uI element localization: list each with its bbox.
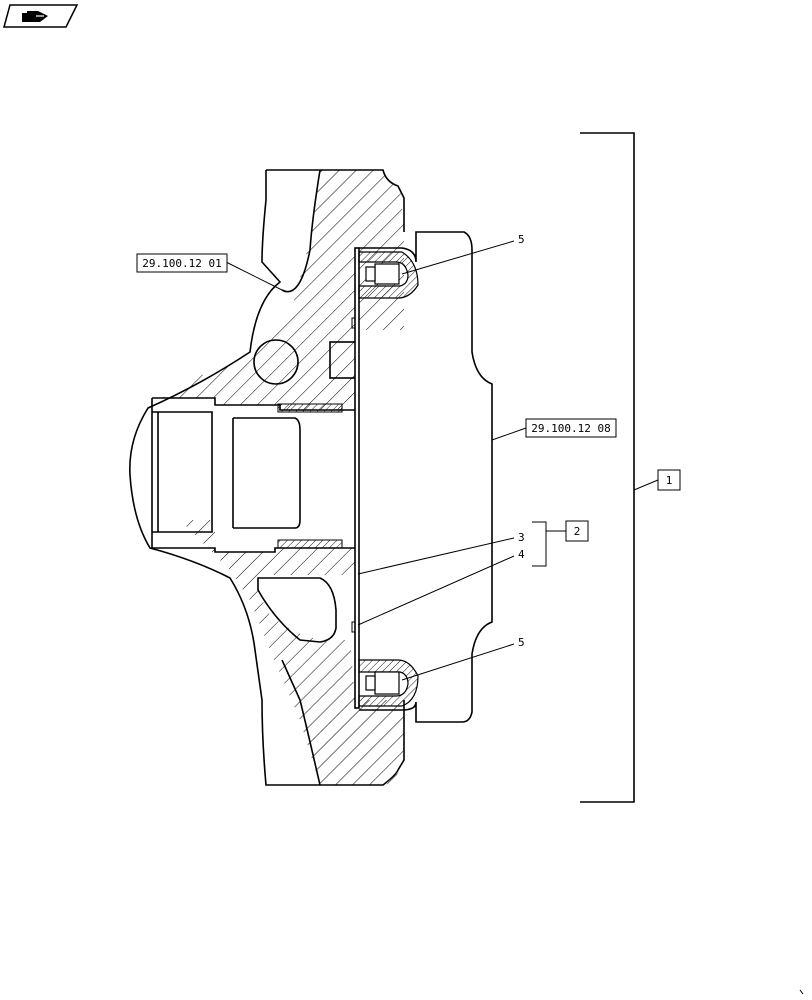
corner-mark <box>799 989 804 995</box>
seal-bottom <box>358 659 419 707</box>
svg-text:2: 2 <box>574 525 581 538</box>
item-number-5-bottom: 5 <box>518 636 525 649</box>
ref-label-cover[interactable]: 29.100.12 08 <box>525 418 617 438</box>
kit-bracket <box>532 521 547 567</box>
cover-plate <box>354 231 493 723</box>
nav-back-button[interactable] <box>3 4 79 28</box>
seal-top <box>358 251 419 299</box>
kit-box-2[interactable]: 2 <box>565 520 589 542</box>
hand-pointer-icon <box>22 11 48 22</box>
assembly-bracket <box>580 132 635 803</box>
item-number-5-top: 5 <box>518 233 525 246</box>
housing-section <box>129 169 405 786</box>
assembly-box-1[interactable]: 1 <box>657 469 681 491</box>
ref-label-housing[interactable]: 29.100.12 01 <box>136 253 228 273</box>
item-number-3: 3 <box>518 531 525 544</box>
svg-text:29.100.12 01: 29.100.12 01 <box>142 257 221 270</box>
item-number-4: 4 <box>518 548 525 561</box>
svg-text:1: 1 <box>666 474 673 487</box>
svg-text:29.100.12 08: 29.100.12 08 <box>531 422 610 435</box>
